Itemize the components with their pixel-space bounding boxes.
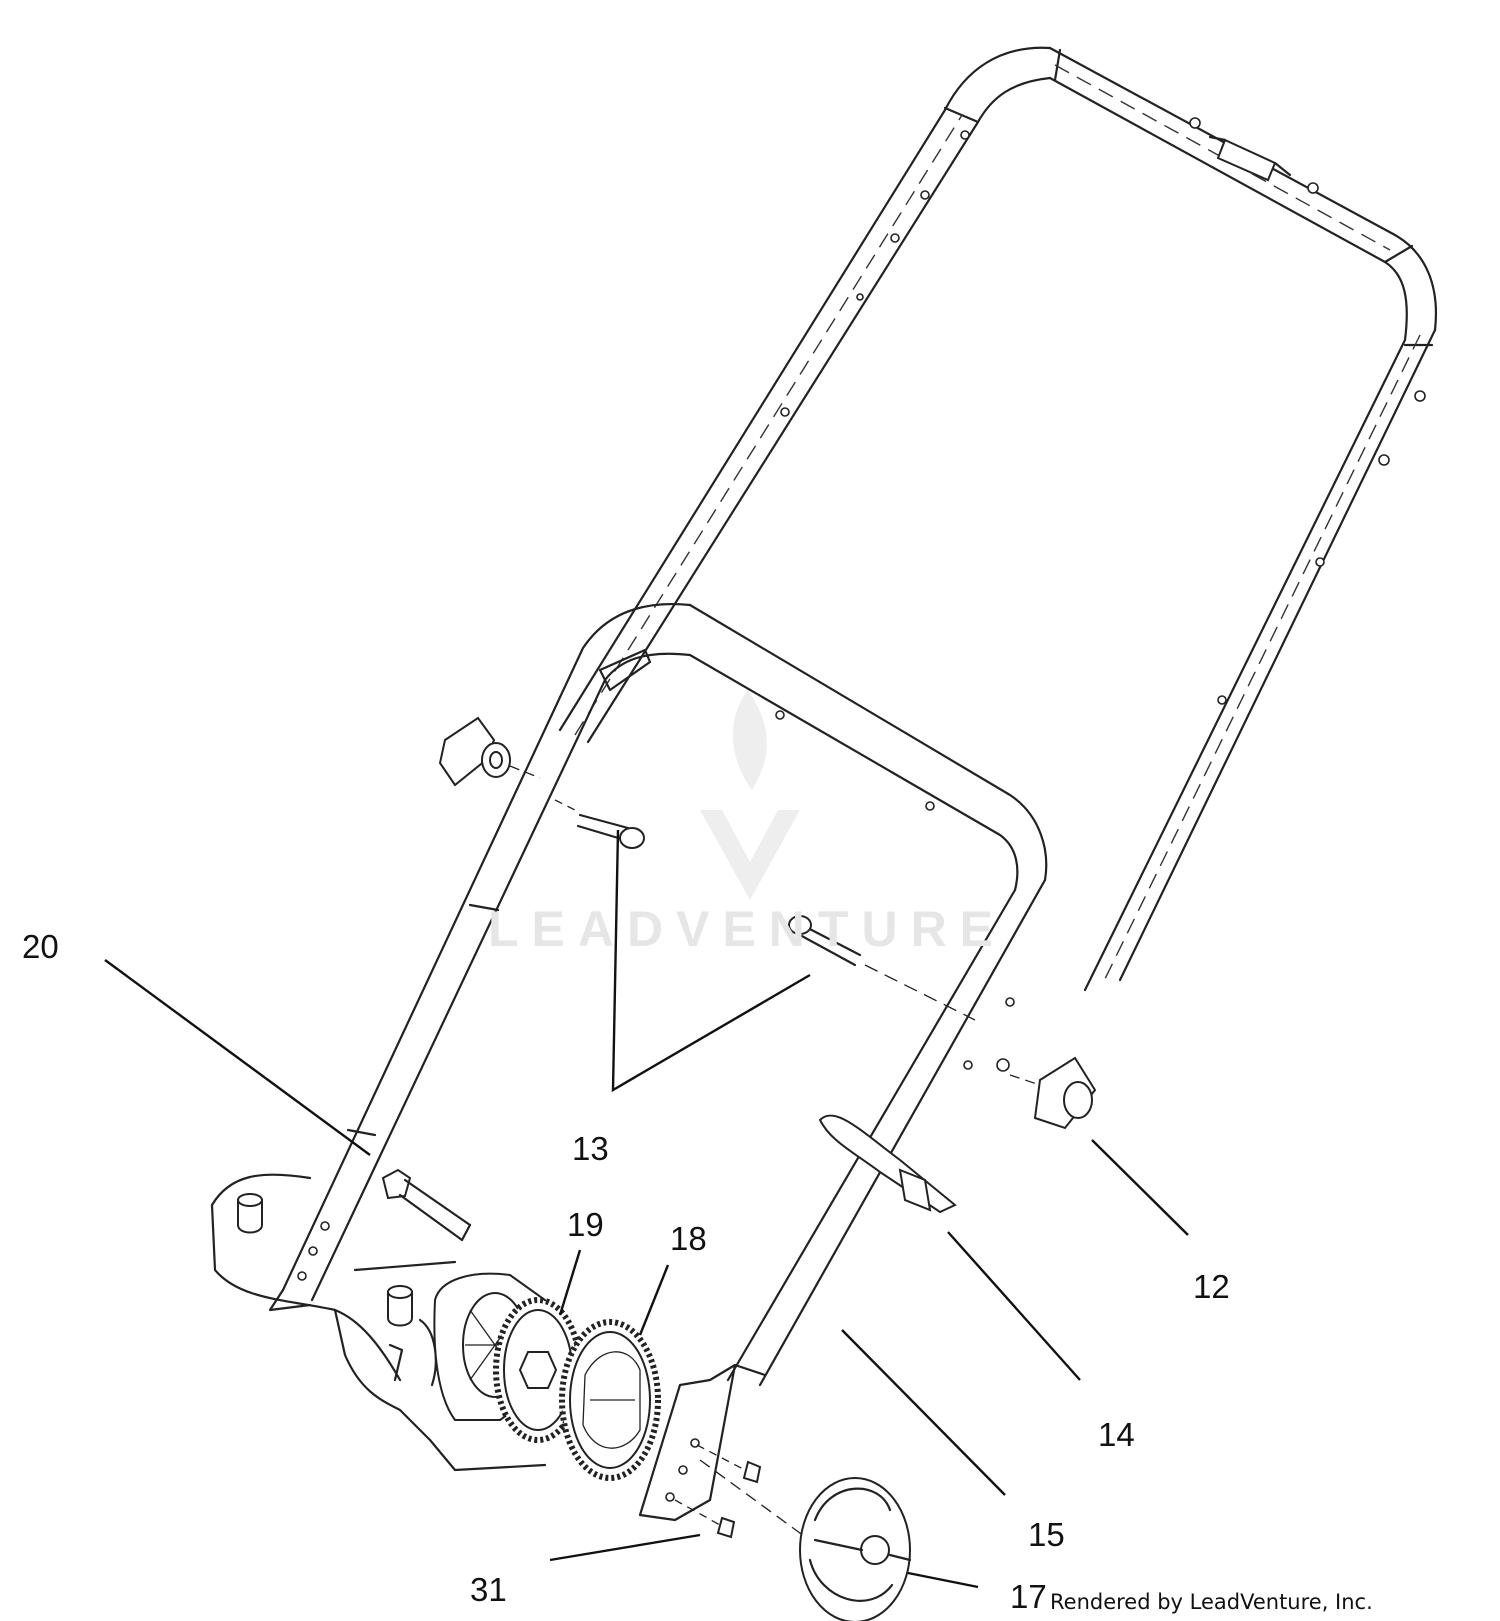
callout-20: 20 xyxy=(22,928,59,965)
callout-14: 14 xyxy=(1098,1416,1135,1453)
carriage-bolt-upper xyxy=(554,799,645,849)
carriage-bolt-lower xyxy=(788,915,976,1021)
upper-handle xyxy=(558,46,1437,992)
hex-bolt xyxy=(381,1168,472,1242)
leader-lines xyxy=(104,829,1189,1589)
callout-15: 15 xyxy=(1028,1516,1065,1553)
watermark-text: LEADVENTURE xyxy=(488,901,1007,957)
render-credit: Rendered by LeadVenture, Inc. xyxy=(1050,1590,1373,1614)
mower-deck xyxy=(210,1173,547,1472)
callout-19: 19 xyxy=(567,1206,604,1243)
leadventure-logo-icon xyxy=(700,690,800,900)
screws xyxy=(674,1444,762,1539)
callout-12: 12 xyxy=(1193,1268,1230,1305)
handle-knob-left xyxy=(438,716,541,787)
callout-31: 31 xyxy=(470,1571,507,1608)
wheel-hub-adapter xyxy=(559,1319,661,1481)
handle-knob-right xyxy=(996,1056,1097,1130)
callout-18: 18 xyxy=(670,1220,707,1257)
wheel xyxy=(699,1459,912,1621)
callout-17: 17 xyxy=(1010,1578,1047,1615)
cable-guide xyxy=(818,1114,957,1214)
lower-handle xyxy=(268,603,1048,1522)
callout-13: 13 xyxy=(572,1130,609,1167)
